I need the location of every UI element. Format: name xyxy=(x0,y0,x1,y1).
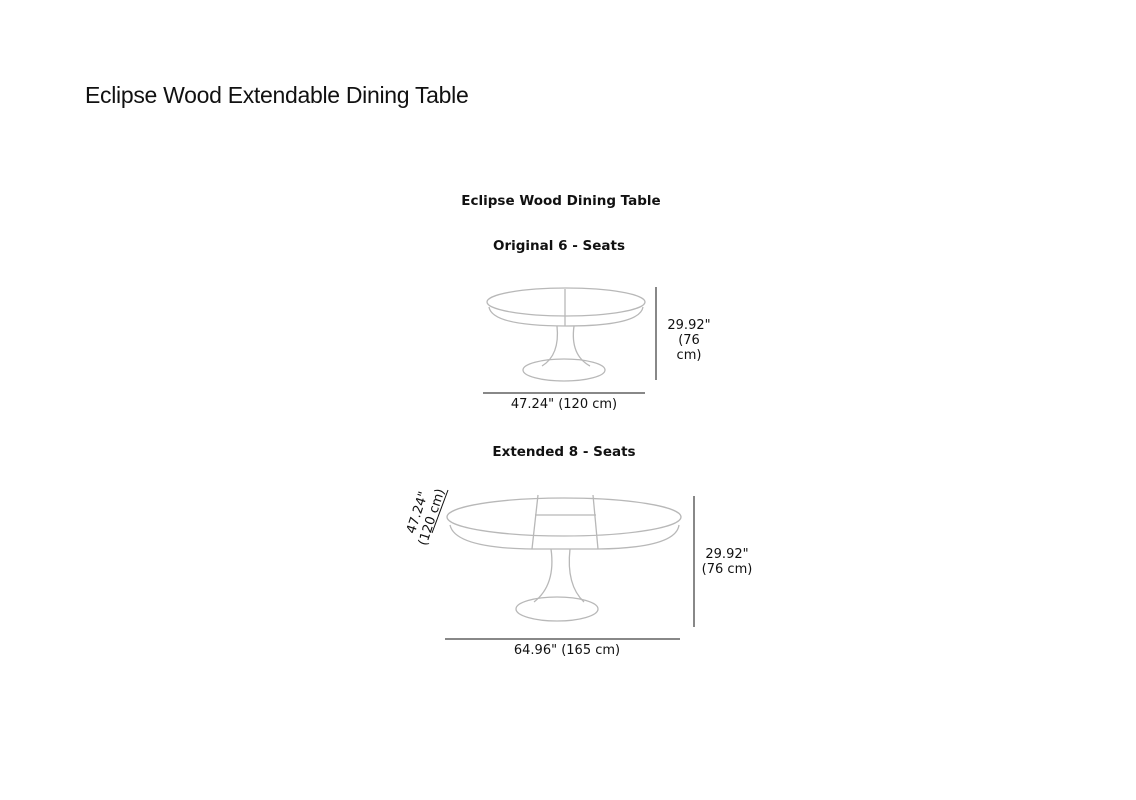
extended-depth-line xyxy=(431,489,449,534)
diagram-heading: Eclipse Wood Dining Table xyxy=(461,193,661,209)
extended-height-in: 29.92" xyxy=(705,547,749,562)
original-label: Original 6 - Seats xyxy=(493,238,625,254)
original-height-in: 29.92" xyxy=(667,318,711,333)
original-height-cm: (76 cm) xyxy=(676,333,702,363)
dimension-lines xyxy=(431,287,695,640)
extended-height-cm: (76 cm) xyxy=(701,562,753,577)
extended-width-dimension: 64.96" (165 cm) xyxy=(513,643,621,658)
extended-label: Extended 8 - Seats xyxy=(492,444,636,460)
original-width-dimension: 47.24" (120 cm) xyxy=(510,397,618,412)
original-table-drawing xyxy=(486,287,646,382)
page-title: Eclipse Wood Extendable Dining Table xyxy=(85,82,469,108)
extended-table-drawing xyxy=(446,494,682,622)
extended-height-dimension: 29.92" (76 cm) xyxy=(701,547,753,577)
original-height-dimension: 29.92" (76 cm) xyxy=(664,318,714,363)
